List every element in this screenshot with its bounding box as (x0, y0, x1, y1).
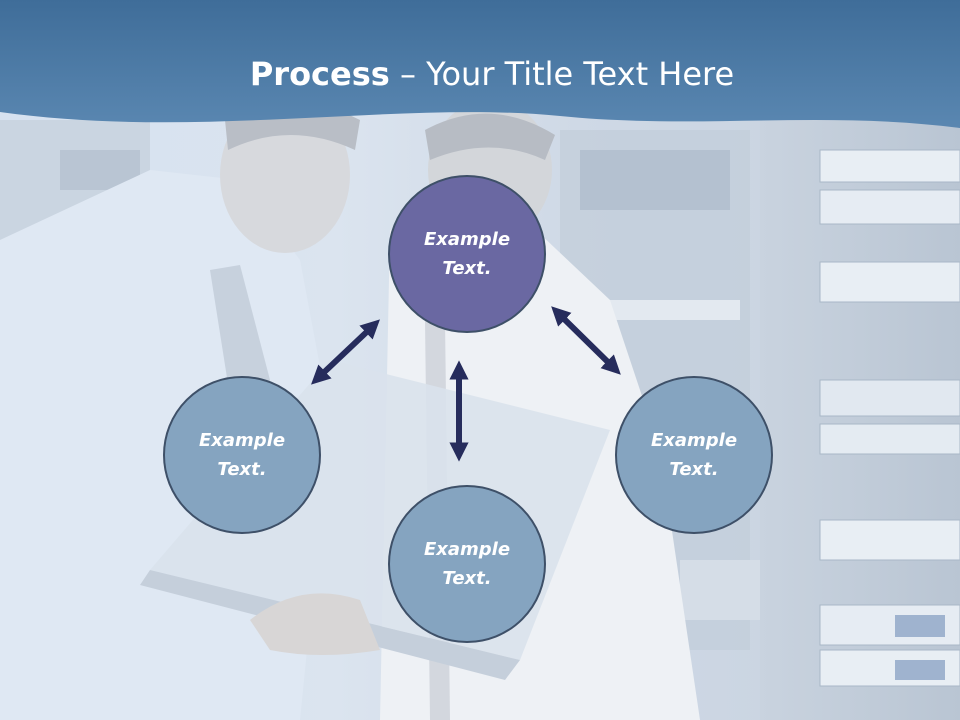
page-title: Process – Your Title Text Here (0, 50, 960, 98)
node-right-label: Example Text. (650, 430, 738, 480)
node-top-label: Example Text. (423, 229, 511, 279)
node-top: Example Text. (388, 175, 546, 333)
title-rest: – Your Title Text Here (389, 55, 735, 93)
node-left-label: Example Text. (198, 430, 286, 480)
node-right: Example Text. (615, 376, 773, 534)
node-bottom: Example Text. (388, 485, 546, 643)
node-left: Example Text. (163, 376, 321, 534)
node-bottom-label: Example Text. (423, 539, 511, 589)
title-bold: Process (249, 55, 390, 93)
